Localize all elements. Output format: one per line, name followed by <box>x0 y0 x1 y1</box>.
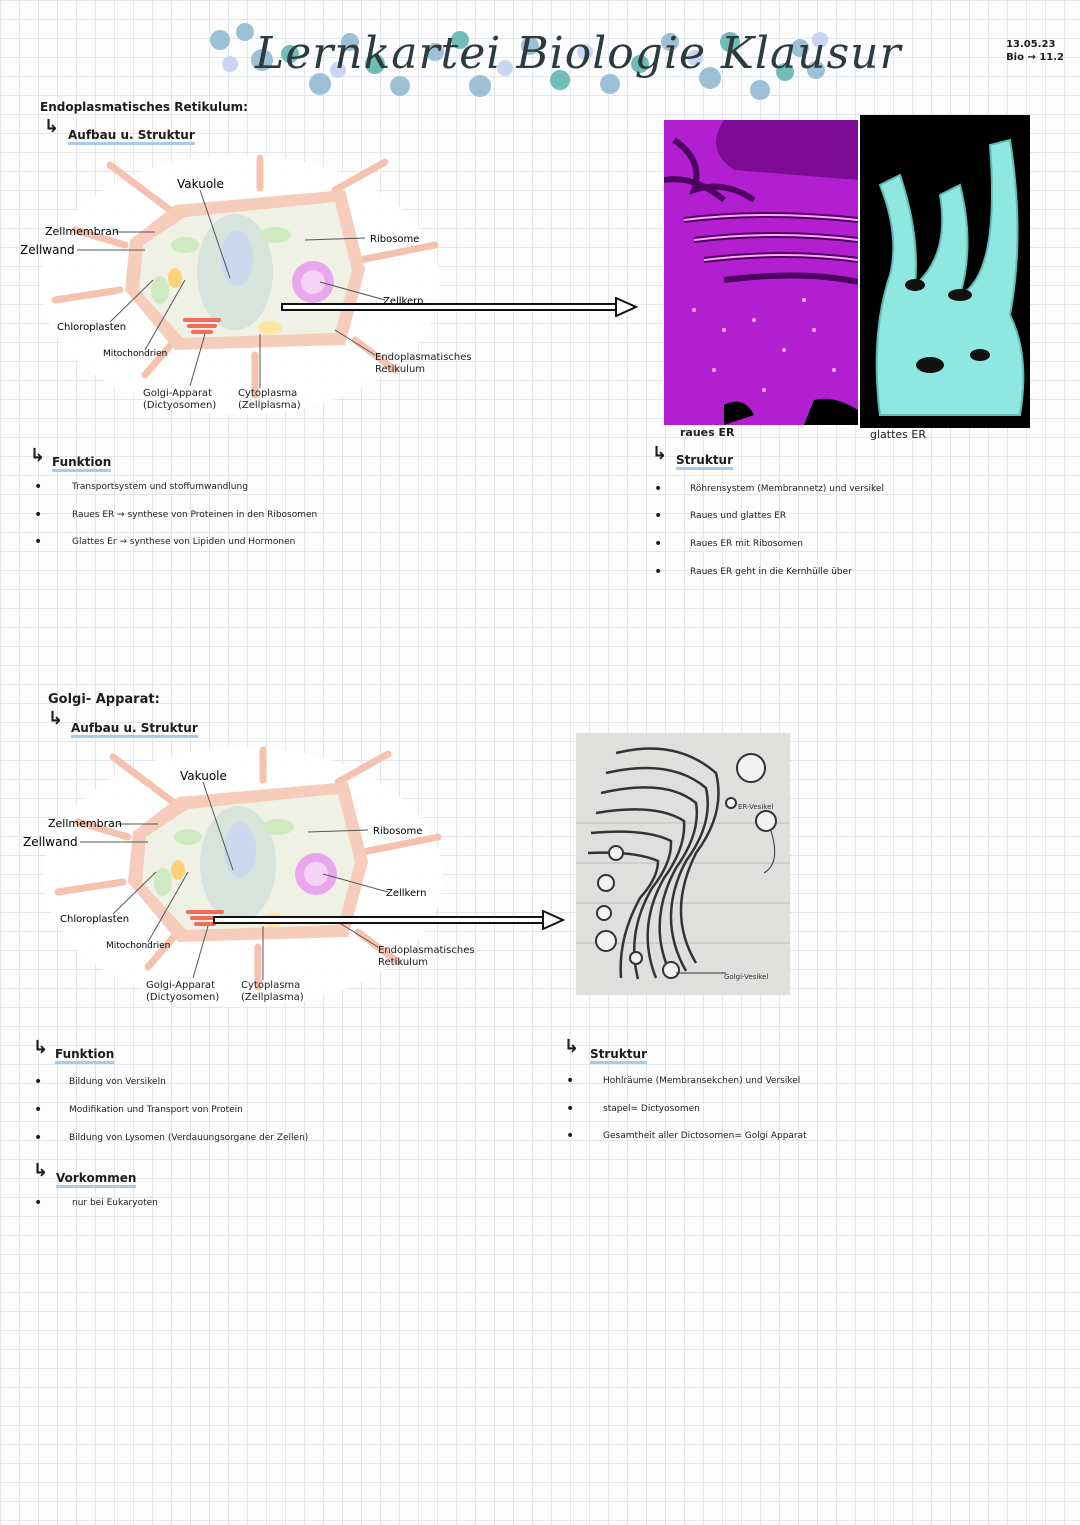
label-ribosome: Ribosome <box>373 826 422 837</box>
golgi-struktur-heading: Struktur <box>590 1047 647 1064</box>
bullet-icon: • <box>34 534 42 550</box>
bullet-icon: • <box>654 536 662 552</box>
er-vesikel-label: ER-Vesikel <box>738 803 773 811</box>
label-chloroplasten: Chloroplasten <box>57 322 126 333</box>
corner-arrow-icon: ↳ <box>652 443 667 464</box>
vorkommen-item: nur bei Eukaryoten <box>72 1198 158 1208</box>
label-er: Endoplasmatisches Retikulum <box>375 352 485 376</box>
bullet-icon: • <box>34 1074 42 1090</box>
er-function-item: Glattes Er → synthese von Lipiden und Ho… <box>72 537 295 547</box>
label-er: Endoplasmatisches Retikulum <box>378 945 488 969</box>
golgi-vesikel-label: Golgi-Vesikel <box>724 973 768 981</box>
rough-er-image <box>664 120 858 425</box>
golgi-function-heading: Funktion <box>55 1047 114 1064</box>
date-line-1: 13.05.23 <box>1006 38 1064 51</box>
er-structure-heading: Aufbau u. Struktur <box>68 128 195 145</box>
bullet-icon: • <box>34 507 42 523</box>
label-mitochondrien: Mitochondrien <box>103 349 167 359</box>
corner-arrow-icon: ↳ <box>30 445 45 466</box>
bullet-icon: • <box>566 1073 574 1089</box>
label-chloroplasten: Chloroplasten <box>60 914 129 925</box>
er-struktur-item: Röhrensystem (Membrannetz) und versikel <box>690 484 884 494</box>
smooth-er-image <box>860 115 1030 428</box>
bullet-icon: • <box>566 1128 574 1144</box>
golgi-function-item: Bildung von Lysomen (Verdauungsorgane de… <box>69 1133 308 1143</box>
label-mitochondrien: Mitochondrien <box>106 941 170 951</box>
label-vakuole: Vakuole <box>180 769 227 783</box>
label-ribosome: Ribosome <box>370 234 419 245</box>
golgi-struktur-item: stapel= Dictyosomen <box>603 1104 700 1114</box>
corner-arrow-icon: ↳ <box>564 1036 579 1057</box>
golgi-struktur-item: Hohlräume (Membransekchen) und Versikel <box>603 1076 800 1086</box>
page-title: Lernkartei Biologie Klausur <box>255 28 902 79</box>
label-zellkern: Zellkern <box>386 888 426 899</box>
golgi-structure-heading: Aufbau u. Struktur <box>71 721 198 738</box>
label-cytoplasma: Cytoplasma (Zellplasma) <box>238 388 318 412</box>
bullet-icon: • <box>654 564 662 580</box>
pointer-arrow <box>212 910 567 930</box>
golgi-heading: Golgi- Apparat: <box>48 692 160 707</box>
er-heading: Endoplasmatisches Retikulum: <box>40 100 248 114</box>
bullet-icon: • <box>34 1130 42 1146</box>
golgi-sketch-image: ER-Vesikel Golgi-Vesikel <box>576 733 790 995</box>
corner-arrow-icon: ↳ <box>44 116 59 137</box>
rough-er-caption: raues ER <box>680 426 735 439</box>
bullet-icon: • <box>654 508 662 524</box>
er-function-item: Raues ER → synthese von Proteinen in den… <box>72 510 317 520</box>
er-function-item: Transportsystem und stoffumwandlung <box>72 482 248 492</box>
er-struktur-item: Raues und glattes ER <box>690 511 786 521</box>
date-note: 13.05.23 Bio → 11.2 <box>1006 38 1064 64</box>
corner-arrow-icon: ↳ <box>33 1160 48 1181</box>
bullet-icon: • <box>654 481 662 497</box>
er-struktur-item: Raues ER geht in die Kernhülle über <box>690 567 852 577</box>
pointer-arrow <box>280 297 640 317</box>
corner-arrow-icon: ↳ <box>33 1037 48 1058</box>
label-vakuole: Vakuole <box>177 177 224 191</box>
golgi-function-item: Modifikation und Transport von Protein <box>69 1105 243 1115</box>
vorkommen-heading: Vorkommen <box>56 1171 136 1188</box>
label-zellwand: Zellwand <box>20 243 75 257</box>
label-zellwand: Zellwand <box>23 835 78 849</box>
label-zellmembran: Zellmembran <box>45 225 119 238</box>
corner-arrow-icon: ↳ <box>48 708 63 729</box>
bullet-icon: • <box>34 479 42 495</box>
label-golgi: Golgi-Apparat (Dictyosomen) <box>146 980 236 1004</box>
date-line-2: Bio → 11.2 <box>1006 51 1064 64</box>
label-zellmembran: Zellmembran <box>48 817 122 830</box>
label-golgi: Golgi-Apparat (Dictyosomen) <box>143 388 233 412</box>
er-struktur-item: Raues ER mit Ribosomen <box>690 539 803 549</box>
bullet-icon: • <box>34 1195 42 1211</box>
er-struktur-heading: Struktur <box>676 453 733 470</box>
label-cytoplasma: Cytoplasma (Zellplasma) <box>241 980 321 1004</box>
golgi-struktur-item: Gesamtheit aller Dictosomen= Golgi Appar… <box>603 1131 807 1141</box>
smooth-er-caption: glattes ER <box>870 428 926 441</box>
bullet-icon: • <box>34 1102 42 1118</box>
bullet-icon: • <box>566 1101 574 1117</box>
golgi-function-item: Bildung von Versikeln <box>69 1077 166 1087</box>
er-function-heading: Funktion <box>52 455 111 472</box>
